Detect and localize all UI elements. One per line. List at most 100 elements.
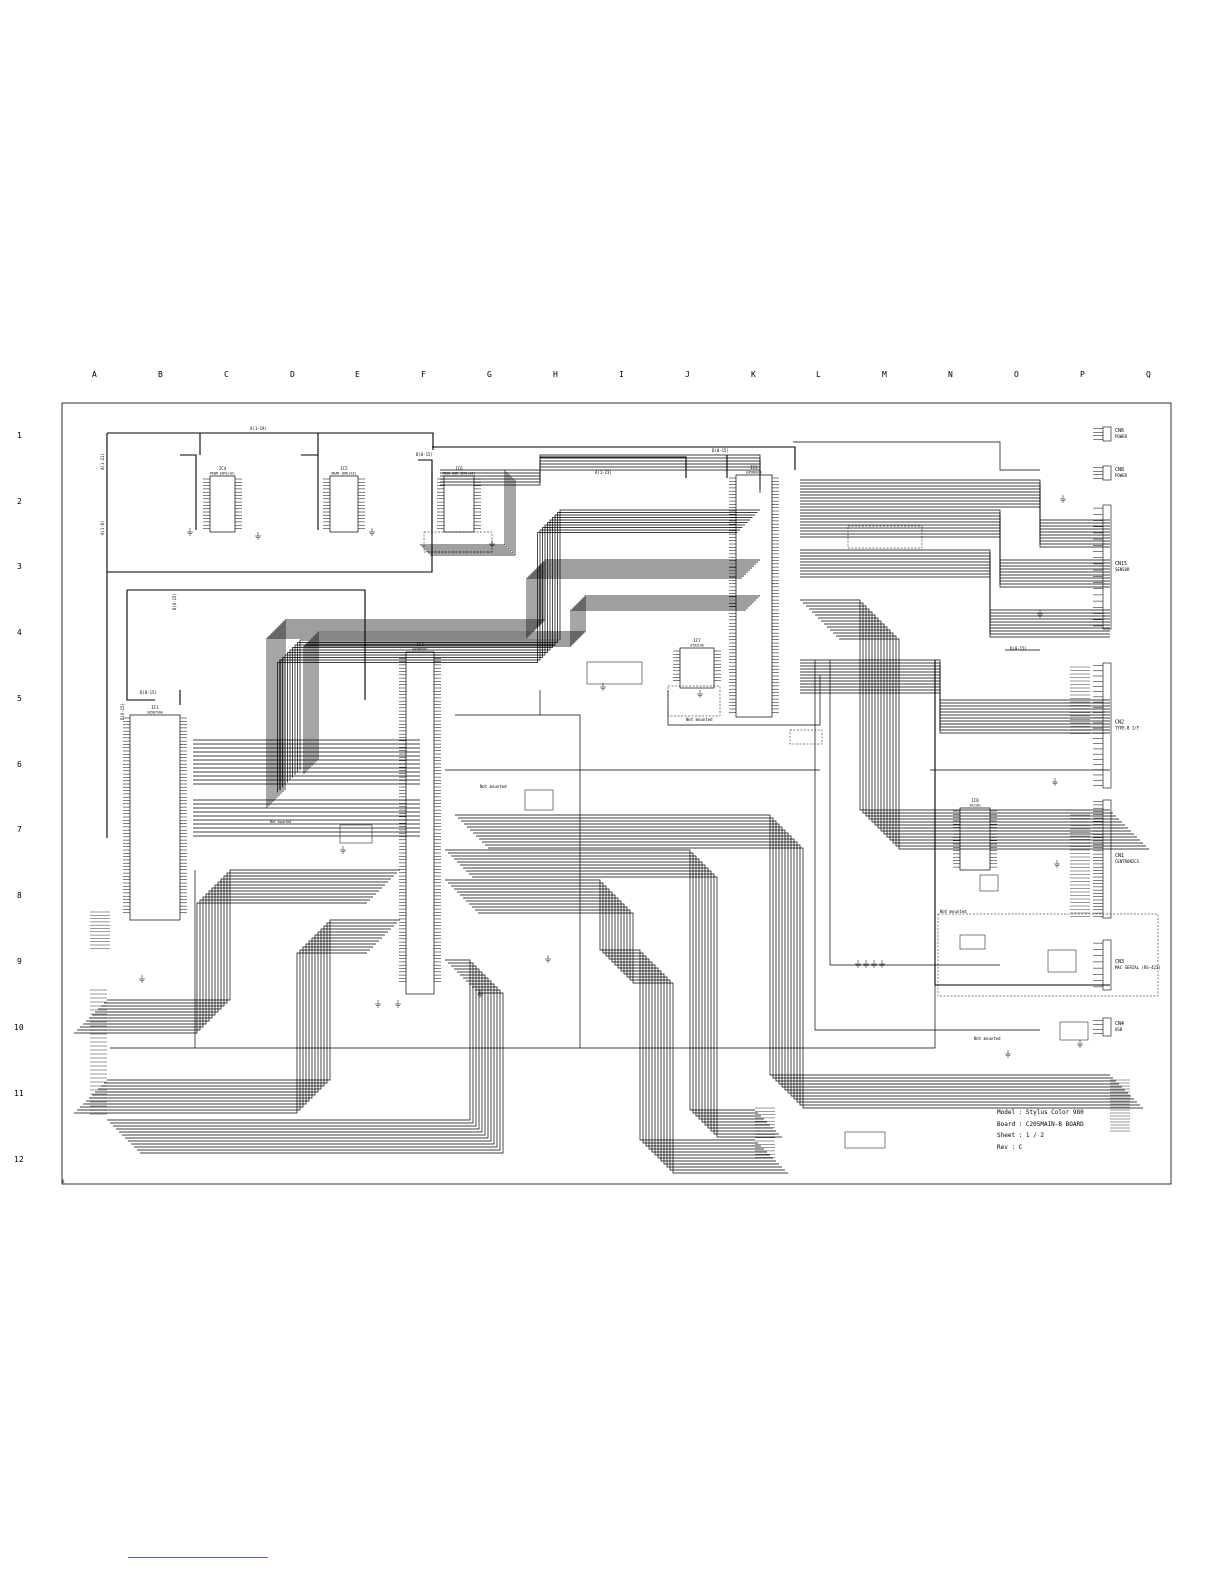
signal-wire	[460, 894, 770, 1156]
oscillator-block	[844, 1131, 886, 1149]
ground-symbol	[187, 528, 193, 536]
bus-wire	[126, 590, 155, 701]
pin-marks	[90, 495, 1130, 1158]
signal-wire	[821, 620, 1131, 832]
signal-wire	[467, 826, 1122, 1088]
signal-wire	[289, 519, 750, 780]
column-letter: K	[751, 370, 756, 379]
connector-cn1-name: CENTRONICS	[1115, 859, 1140, 864]
signal-wire	[279, 529, 740, 790]
signal-wire	[455, 814, 1110, 1076]
signal-wire	[294, 514, 755, 775]
ground-symbol	[1054, 860, 1060, 868]
signal-wire	[107, 919, 400, 1081]
signal-wire	[101, 925, 394, 1087]
signal-wire	[463, 867, 773, 1129]
usb-transceiver-block	[1059, 1021, 1089, 1041]
signal-wire	[128, 980, 492, 1142]
signal-wire	[292, 517, 753, 778]
chip-ic4-part: PROM 16M(x16)	[210, 472, 235, 476]
chip-ic7-body	[679, 647, 715, 689]
signal-wire	[422, 472, 508, 548]
divider-block	[524, 789, 554, 811]
reset-block	[339, 824, 373, 844]
connector-cn6-ref: CN6	[1115, 428, 1124, 434]
ground-symbol	[1060, 495, 1066, 503]
signal-wire	[458, 817, 1113, 1079]
signal-wire	[125, 977, 489, 1139]
chip-ic2-body	[735, 474, 773, 718]
bus-label: A(1-8)	[100, 521, 105, 535]
signal-wire	[457, 891, 767, 1153]
signal-wire	[440, 463, 761, 487]
ground-symbol	[863, 960, 869, 968]
column-letter: H	[553, 370, 558, 379]
signal-wire	[476, 835, 1131, 1097]
chip-ic8-body	[959, 807, 991, 871]
column-letter: M	[882, 370, 887, 379]
signal-wire	[833, 632, 1143, 844]
signal-wire	[137, 989, 501, 1151]
signal-wire	[457, 861, 767, 1123]
chip-ic1-body	[129, 714, 181, 921]
chip-ic6-ref: IC6	[455, 466, 463, 471]
chip-ic8-ref: IC8	[971, 798, 979, 803]
signal-wire	[466, 870, 776, 1132]
model-line: Model : Stylus Color 980	[997, 1109, 1084, 1116]
bus-wire	[540, 456, 687, 478]
not-mounted-label: Not mounted	[940, 909, 967, 914]
signal-wire	[74, 902, 367, 1034]
row-number: 3	[17, 562, 22, 571]
signal-wire	[473, 832, 1128, 1094]
connector-cn2-name: TYPE-B I/F	[1115, 726, 1140, 731]
signal-wire	[478, 912, 788, 1174]
row-number: 11	[14, 1089, 24, 1098]
signal-wire	[113, 965, 477, 1127]
not-mounted-label: Not mounted	[974, 1036, 1001, 1041]
bus-label: D(0-15)	[172, 593, 177, 610]
column-letter: J	[685, 370, 690, 379]
signal-wire	[92, 934, 385, 1096]
signal-wire	[482, 841, 1137, 1103]
signal-wire	[119, 971, 483, 1133]
chip-ic5-body	[329, 475, 359, 533]
signal-wire	[110, 985, 936, 1049]
signal-wire	[451, 885, 761, 1147]
connector-cn4-body	[1102, 1017, 1112, 1037]
column-letter: B	[158, 370, 163, 379]
signal-wire	[268, 575, 744, 806]
signal-wire	[455, 714, 581, 1048]
signal-wire	[110, 962, 474, 1124]
bus-label: D(0-15)	[140, 690, 157, 695]
not-mounted-region	[667, 685, 721, 717]
signal-wire	[77, 949, 370, 1111]
ground-symbol	[340, 846, 346, 854]
chip-ic1-ref: IC1	[151, 705, 159, 710]
ground-symbol	[879, 960, 885, 968]
chip-ic7-part: AT93C46	[690, 644, 704, 648]
signal-wire	[839, 638, 1149, 850]
column-letter: E	[355, 370, 360, 379]
not-mounted-region	[937, 913, 1159, 997]
bus-wire	[107, 470, 433, 573]
chip-ic3-ref: IC3	[416, 642, 424, 647]
connector-cn1-body	[1102, 799, 1112, 919]
signal-wire	[488, 847, 1143, 1109]
chip-ic8-part: TA1101	[969, 804, 981, 808]
signal-wire	[284, 559, 760, 790]
signal-wire	[107, 959, 471, 1121]
bus-wire	[432, 446, 796, 470]
signal-wire	[313, 599, 756, 764]
signal-wire	[800, 599, 1110, 811]
transistor-block	[979, 874, 999, 892]
signal-wire	[278, 565, 754, 796]
bus-wire	[107, 432, 434, 450]
signal-wire	[454, 858, 764, 1120]
chip-ic4-ref: IC4	[219, 466, 227, 471]
column-letter: G	[487, 370, 492, 379]
